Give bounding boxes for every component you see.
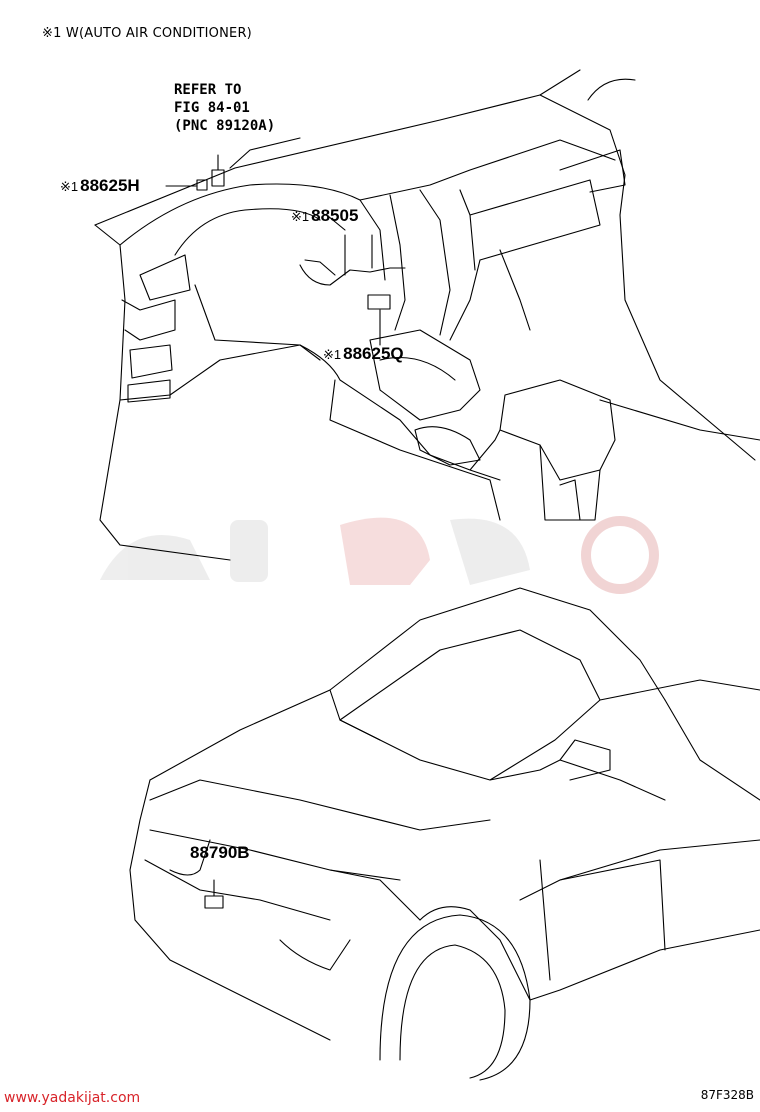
callout-part-number: 88625H [80, 176, 140, 195]
watermark-logo [100, 516, 659, 594]
dashboard-drawing [94, 69, 760, 561]
callout-part-number: 88790B [190, 843, 250, 862]
refer-line-2: FIG 84-01 [174, 100, 250, 116]
figure-code: 87F328B [700, 1088, 754, 1102]
callout-part-number: 88505 [311, 206, 359, 225]
auto-air-conditioner-note: ※1 W(AUTO AIR CONDITIONER) [42, 26, 252, 41]
refer-line-1: REFER TO [174, 82, 242, 98]
refer-line-3: (PNC 89120A) [174, 118, 276, 134]
callout-mark: ※1 [60, 179, 79, 194]
vehicle-front-drawing [129, 587, 760, 1081]
callout-mark: ※1 [323, 347, 342, 362]
callout-88790b[interactable]: 88790B [188, 843, 250, 863]
callout-mark: ※1 [291, 209, 310, 224]
callout-part-number: 88625Q [343, 344, 404, 363]
website-link[interactable]: www.yadakijat.com [4, 1090, 141, 1106]
refer-to-figure-note: REFER TO FIG 84-01 (PNC 89120A) [174, 81, 275, 135]
